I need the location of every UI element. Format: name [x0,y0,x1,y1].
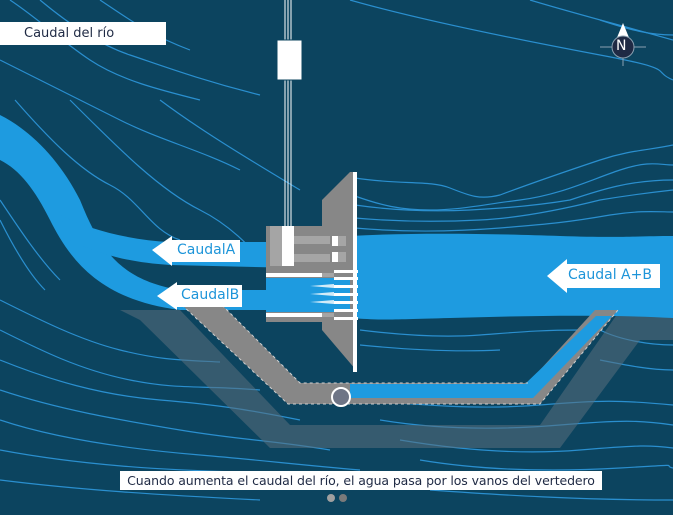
pagination [327,494,347,502]
flow-arrows [152,236,660,310]
compass-label: N [616,38,627,54]
caption: Cuando aumenta el caudal del río, el agu… [120,471,602,490]
arrow-caudal-ab [547,259,660,293]
title-label: Caudal del río [0,22,166,45]
lower-channel [120,310,673,448]
pagination-dot-1[interactable] [327,494,335,502]
gate-marker [331,387,351,407]
caudal-b-label: CaudalB [181,287,240,303]
north-arrow-icon: N [600,20,646,66]
pagination-dot-2[interactable] [339,494,347,502]
contour-lines [0,0,673,501]
dam-structure [181,0,619,407]
arrow-caudal-b [157,282,242,310]
arrow-caudal-a [152,236,240,266]
caudal-a-label: CaudalA [177,242,236,258]
caudal-ab-label: Caudal A+B [568,267,652,283]
